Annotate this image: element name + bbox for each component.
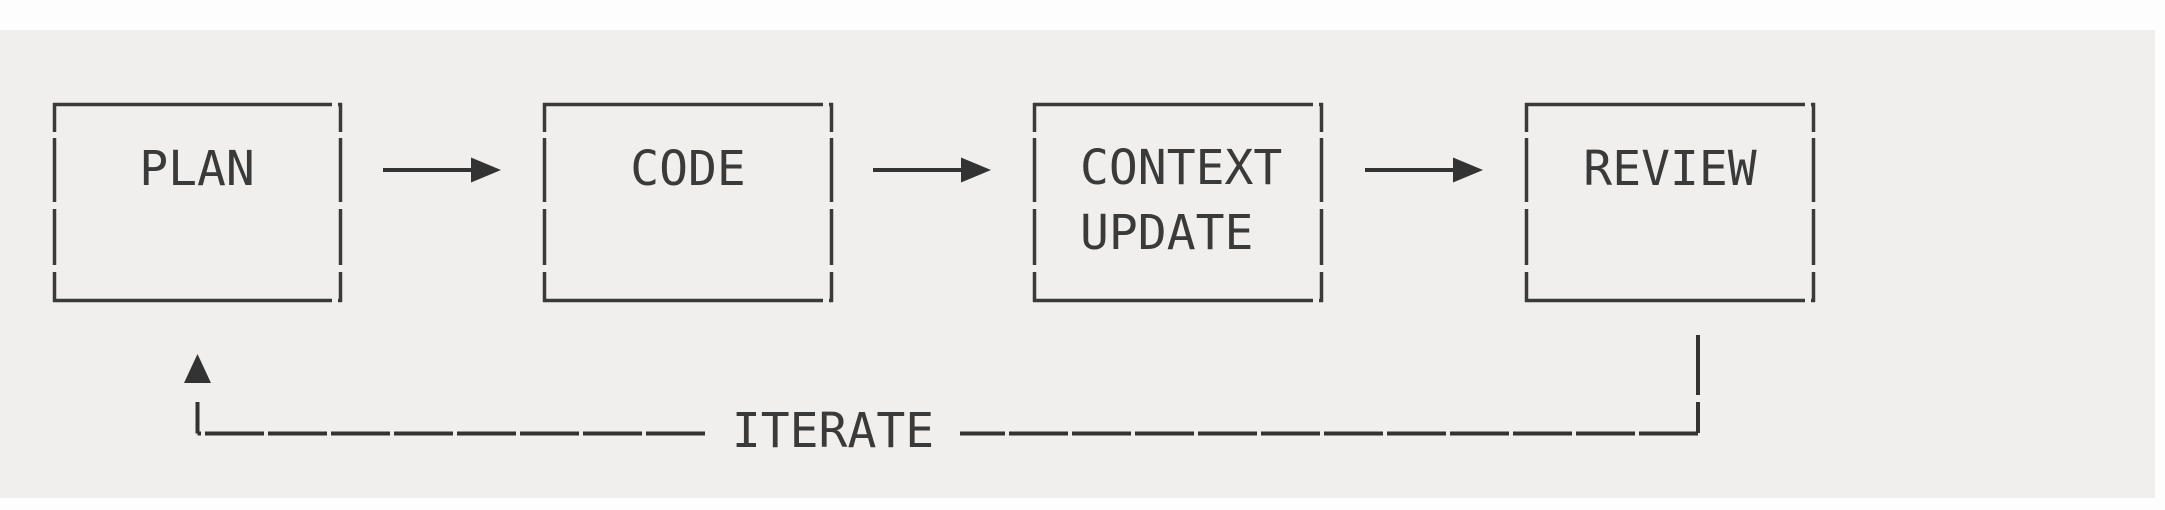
node-code-label: CODE — [630, 141, 746, 197]
loop-label: ITERATE — [732, 403, 934, 459]
node-review-label: REVIEW — [1583, 141, 1756, 197]
node-plan-label: PLAN — [139, 141, 255, 197]
arrow-right-icon — [383, 157, 501, 183]
arrow-up-icon — [184, 354, 211, 383]
arrow-right-icon — [1365, 157, 1483, 183]
node-context-update-label-line1: CONTEXT — [1080, 140, 1282, 196]
loop-arrow: ITERATE — [184, 335, 1700, 459]
node-code: CODE — [542, 102, 834, 303]
node-review: REVIEW — [1524, 102, 1816, 303]
arrow-right-icon — [873, 157, 991, 183]
node-context-update-label-line2: UPDATE — [1080, 205, 1253, 261]
node-context-update: CONTEXT UPDATE — [1032, 102, 1324, 303]
node-plan: PLAN — [52, 102, 343, 303]
diagram-canvas — [0, 30, 2155, 498]
